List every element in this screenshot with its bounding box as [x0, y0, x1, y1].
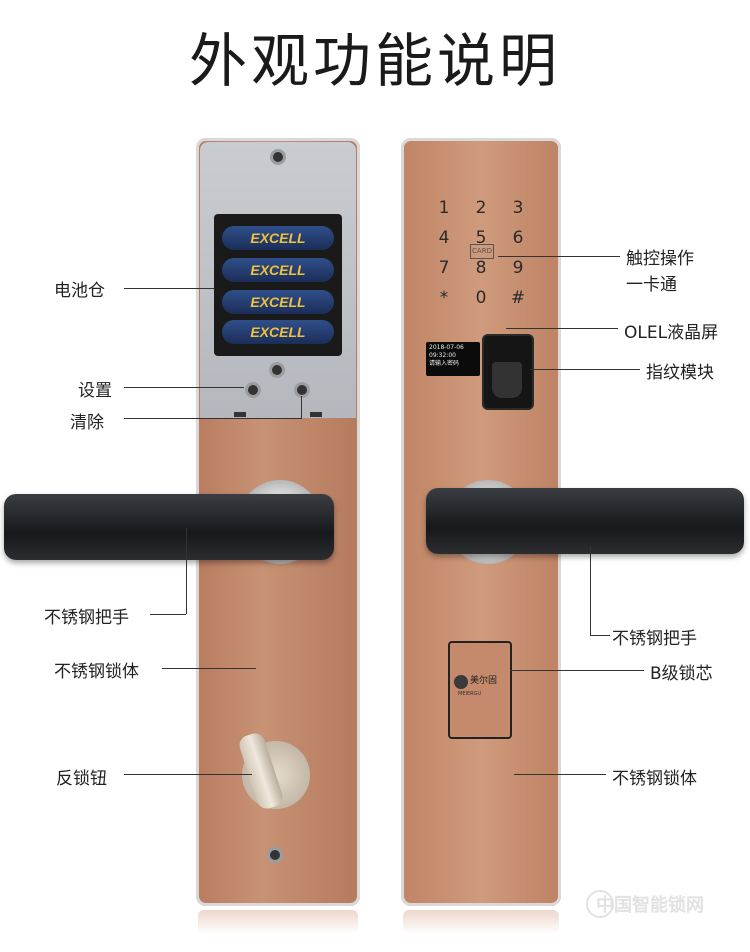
leader-line: [150, 614, 186, 615]
label-touch: 触控操作: [626, 249, 694, 269]
leader-line: [301, 396, 302, 418]
label-screen: OLEL液晶屏: [624, 323, 719, 343]
keypad-key[interactable]: 4: [438, 228, 450, 248]
leader-line: [162, 668, 256, 669]
cylinder-brand: 美尔固: [470, 676, 498, 686]
leader-line: [590, 546, 591, 636]
leader-line: [124, 418, 302, 419]
leader-line: [590, 635, 610, 636]
lock-cylinder[interactable]: 美尔固 MEIERGU: [448, 641, 512, 739]
cover-slot: [234, 412, 246, 417]
cylinder-brand-sub: MEIERGU: [458, 691, 482, 697]
plate-reflection: [198, 910, 358, 934]
label-clear: 清除: [70, 413, 104, 433]
screen-date: 2018-07-06: [429, 344, 464, 351]
fingerprint-window[interactable]: [492, 362, 522, 398]
keypad-key[interactable]: 9: [512, 258, 524, 278]
keypad-key[interactable]: 0: [475, 288, 487, 308]
page-title: 外观功能说明: [188, 27, 561, 95]
oled-screen: 2018-07-06 09:32:00 请输入密码: [426, 342, 480, 376]
label-fingerprint: 指纹模块: [646, 363, 714, 383]
screen-time: 09:32:00: [429, 352, 456, 359]
leader-line: [510, 670, 644, 671]
battery: EXCELL: [222, 258, 334, 282]
leader-line: [514, 774, 606, 775]
left-handle[interactable]: [4, 494, 334, 560]
leader-line: [124, 387, 244, 388]
leader-line: [506, 328, 618, 329]
battery: EXCELL: [222, 226, 334, 250]
keypad-key[interactable]: *: [439, 288, 449, 308]
leader-line: [124, 288, 214, 289]
leader-line: [124, 774, 252, 775]
label-handle-right: 不锈钢把手: [612, 629, 697, 649]
keypad-key[interactable]: 8: [475, 258, 487, 278]
label-body-right: 不锈钢锁体: [612, 769, 697, 789]
bottom-screw-hole: [270, 850, 280, 860]
watermark-logo-icon: [586, 890, 614, 918]
label-card: 一卡通: [626, 275, 677, 295]
label-body-left: 不锈钢锁体: [54, 662, 139, 682]
leader-line: [186, 528, 187, 614]
leader-line: [498, 256, 620, 257]
label-thumbturn: 反锁钮: [56, 769, 107, 789]
label-cylinder: B级锁芯: [650, 664, 713, 684]
cover-slot: [310, 412, 322, 417]
keypad-key[interactable]: 2: [475, 198, 487, 218]
battery: EXCELL: [222, 320, 334, 344]
top-screw-hole: [273, 152, 283, 162]
card-reader-icon: CARD: [470, 244, 494, 259]
plate-reflection: [403, 910, 559, 934]
clear-button[interactable]: [297, 385, 307, 395]
label-battery: 电池仓: [54, 281, 105, 301]
brand-logo-icon: [454, 675, 468, 689]
keypad-key[interactable]: 7: [438, 258, 450, 278]
label-settings: 设置: [78, 381, 112, 401]
screen-prompt: 请输入密码: [429, 360, 460, 367]
settings-button[interactable]: [248, 385, 258, 395]
sensor-hole: [272, 365, 282, 375]
keypad-key[interactable]: #: [510, 288, 526, 308]
keypad-key[interactable]: 6: [512, 228, 524, 248]
fingerprint-sensor[interactable]: [484, 336, 532, 408]
battery: EXCELL: [222, 290, 334, 314]
watermark: 中国智能锁网: [596, 895, 704, 916]
label-handle-left: 不锈钢把手: [44, 608, 129, 628]
keypad-key[interactable]: 1: [438, 198, 450, 218]
keypad-key[interactable]: 5: [475, 228, 487, 248]
right-handle[interactable]: [426, 488, 744, 554]
leader-line: [530, 369, 640, 370]
battery-compartment: EXCELL EXCELL EXCELL EXCELL: [214, 214, 342, 356]
keypad-key[interactable]: 3: [512, 198, 524, 218]
